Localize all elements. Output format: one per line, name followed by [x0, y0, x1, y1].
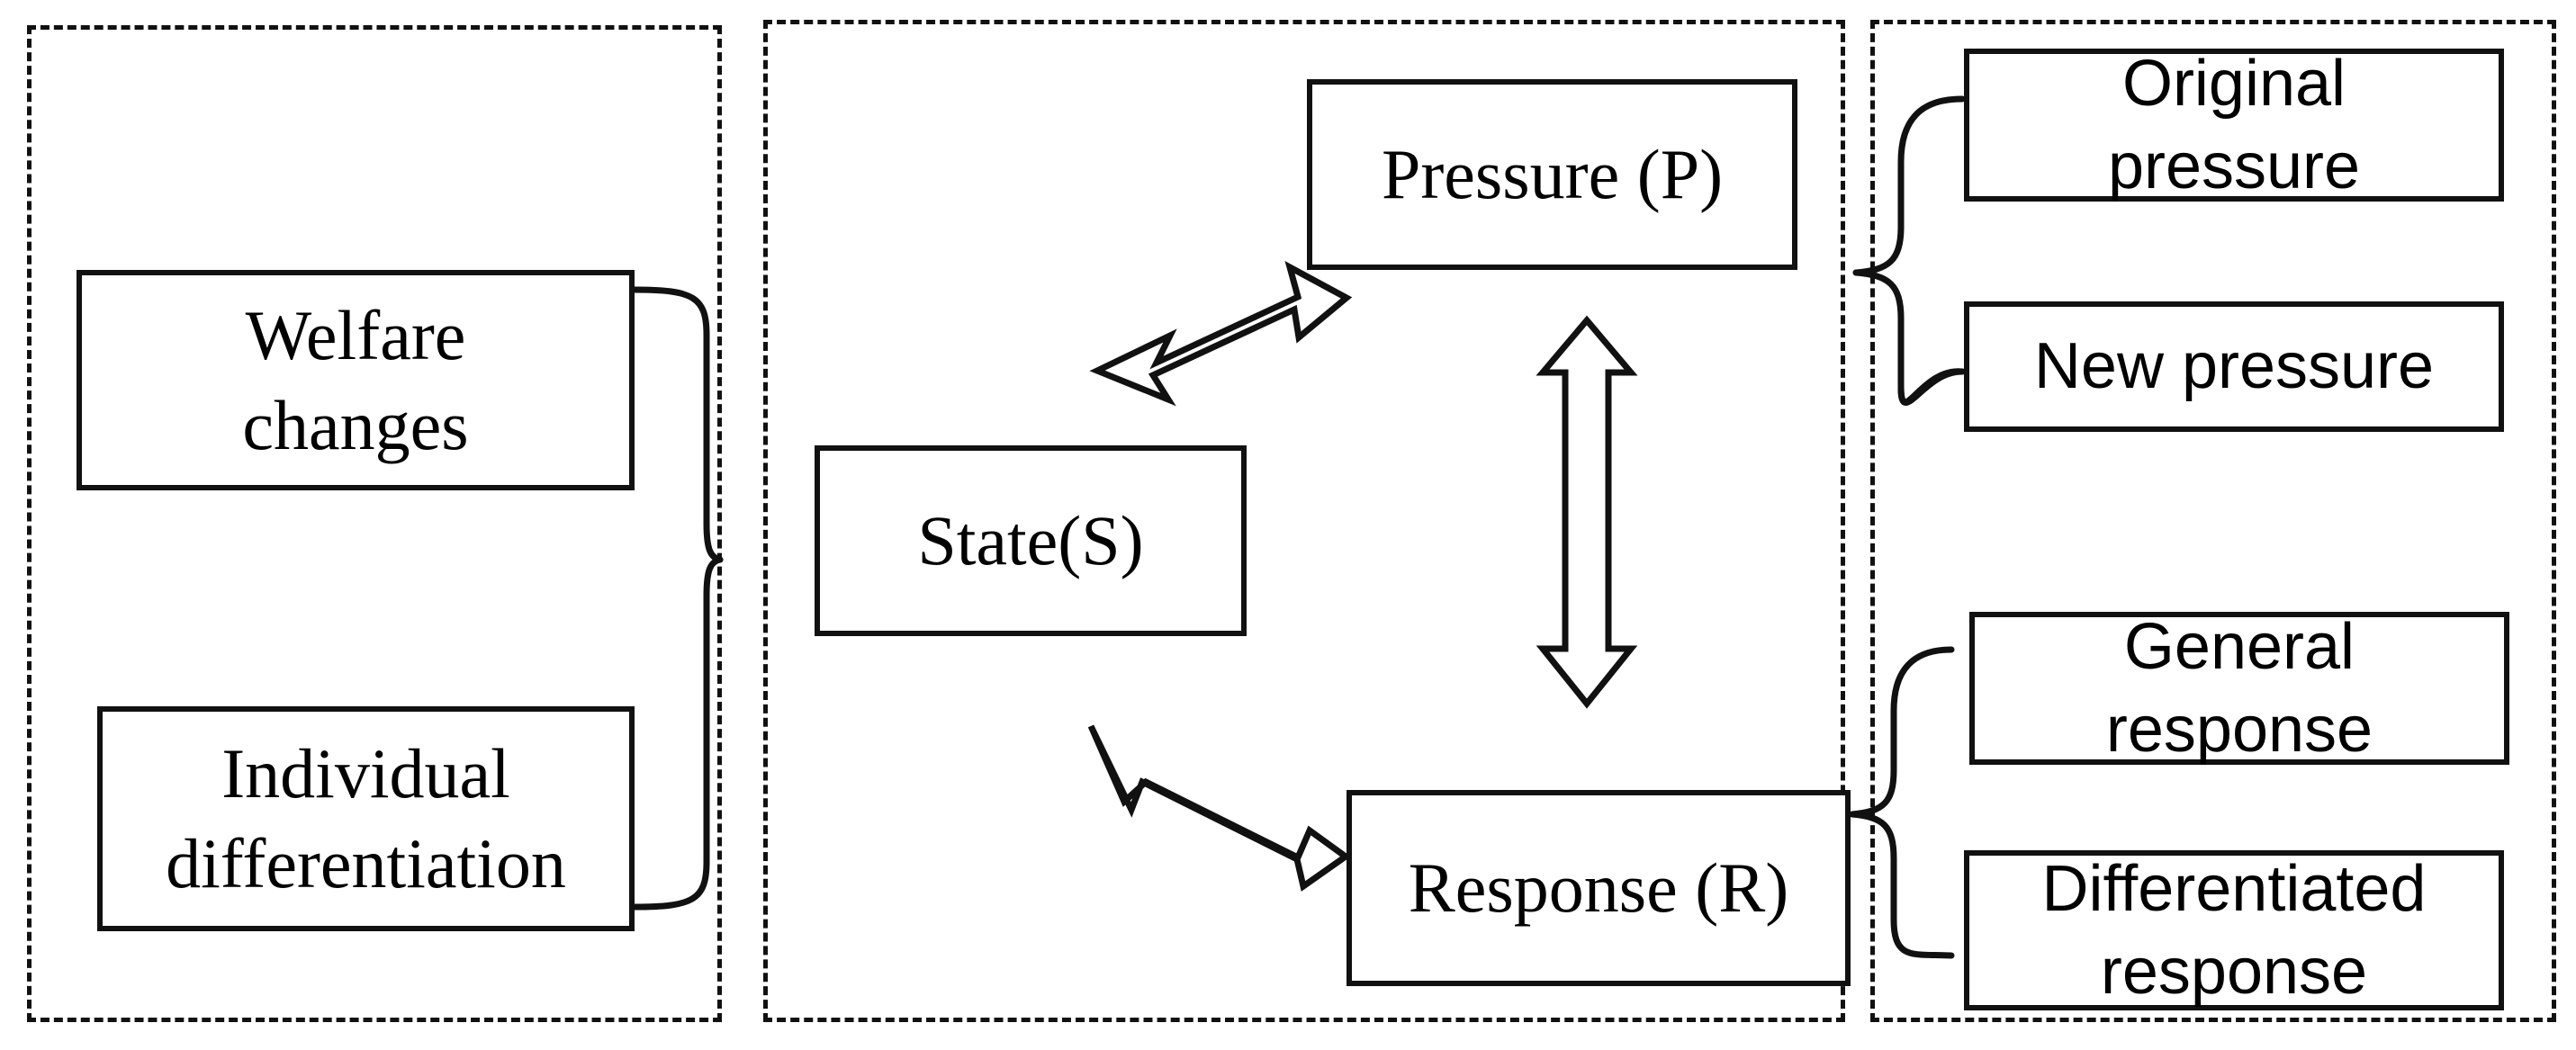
box-new-pressure-label: New pressure — [2033, 330, 2435, 403]
box-state-label: State(S) — [917, 501, 1144, 580]
box-welfare-changes[interactable]: Welfare changes — [77, 270, 635, 490]
box-new-pressure[interactable]: New pressure — [1964, 301, 2504, 432]
box-state[interactable]: State(S) — [815, 445, 1247, 636]
box-differentiated-response[interactable]: Differentiated response — [1964, 850, 2504, 1010]
box-response[interactable]: Response (R) — [1347, 790, 1851, 986]
box-original-pressure[interactable]: Original pressure — [1964, 48, 2504, 202]
box-general-response[interactable]: General response — [1969, 611, 2509, 766]
panel-center-psr — [763, 20, 1845, 1022]
box-response-label: Response (R) — [1408, 848, 1789, 928]
box-differentiated-response-label: Differentiated response — [2041, 852, 2427, 1008]
box-individual-differentiation[interactable]: Individual differentiation — [97, 706, 635, 931]
box-pressure[interactable]: Pressure (P) — [1307, 79, 1797, 270]
box-individual-differentiation-label: Individual differentiation — [166, 734, 566, 902]
panel-right-details — [1870, 20, 2556, 1022]
box-welfare-changes-label: Welfare changes — [242, 295, 469, 464]
box-original-pressure-label: Original pressure — [2107, 47, 2361, 202]
box-general-response-label: General response — [2105, 610, 2373, 766]
box-pressure-label: Pressure (P) — [1381, 135, 1724, 214]
